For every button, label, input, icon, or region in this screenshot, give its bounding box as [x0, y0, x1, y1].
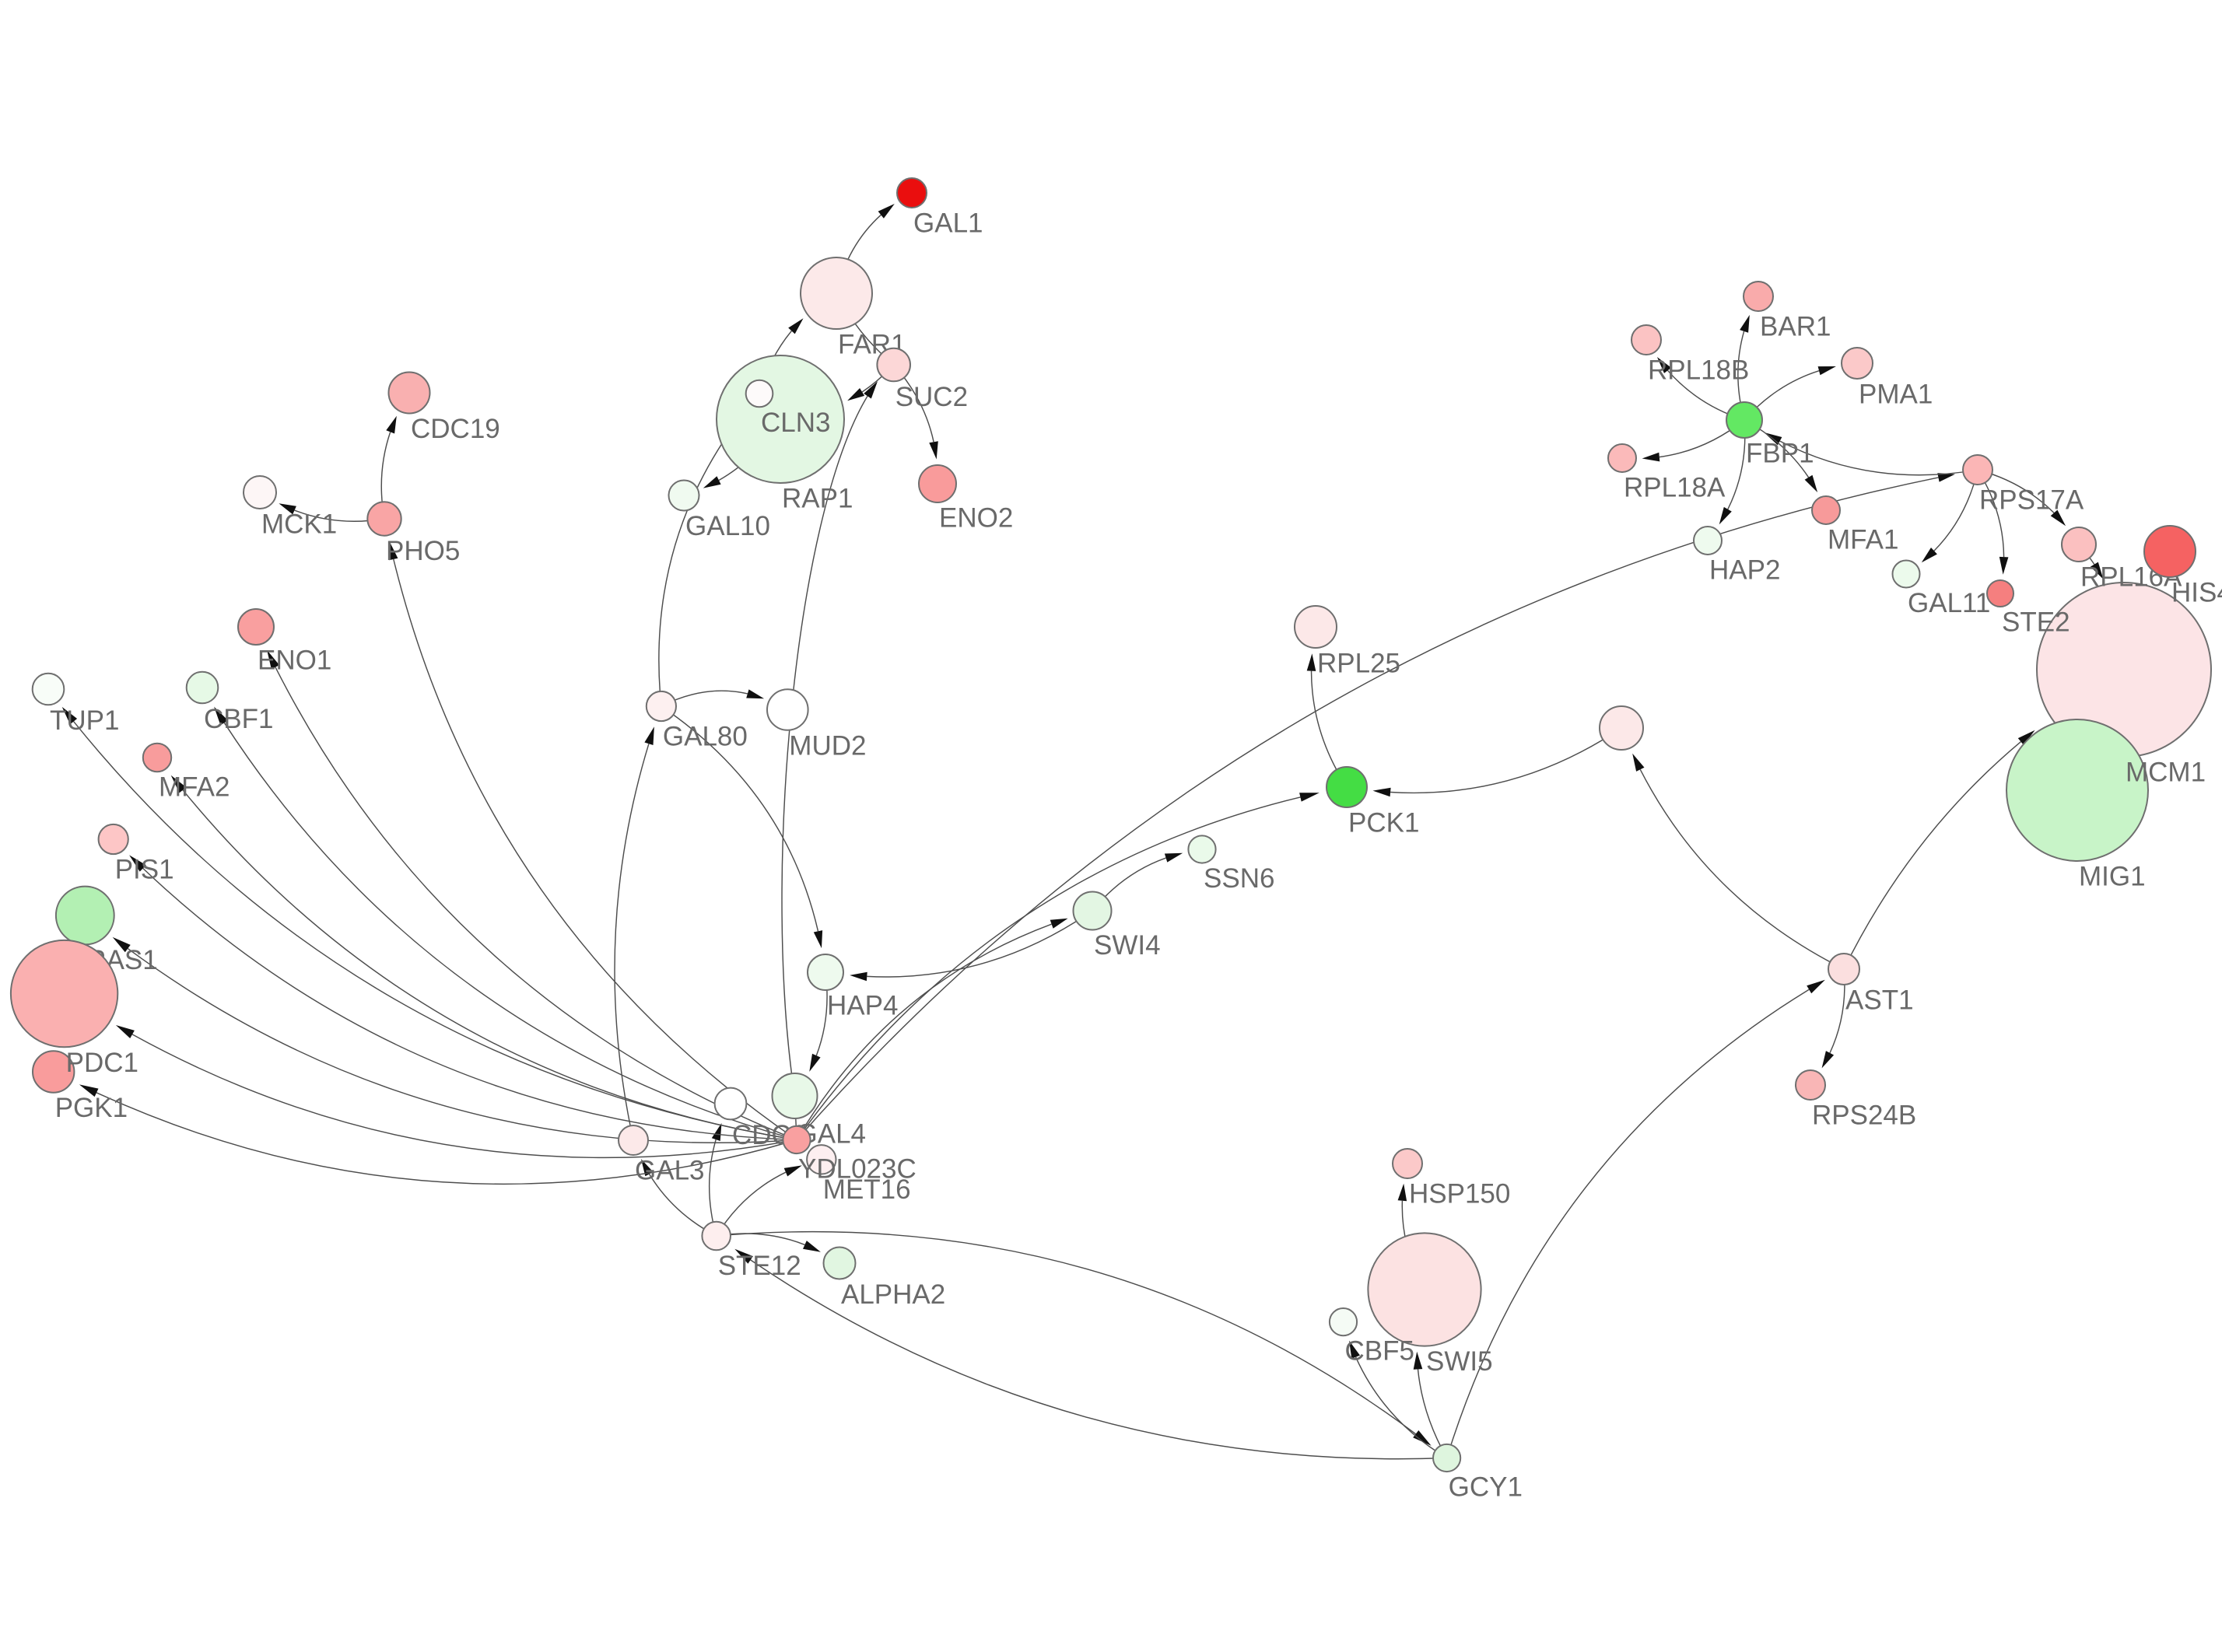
- svg-text:MET16: MET16: [823, 1174, 911, 1205]
- svg-text:AST1: AST1: [1845, 985, 1914, 1016]
- svg-text:GAL3: GAL3: [635, 1156, 705, 1186]
- svg-text:PMA1: PMA1: [1859, 380, 1933, 410]
- svg-text:HAP2: HAP2: [1709, 555, 1780, 586]
- svg-text:CDC19: CDC19: [411, 414, 500, 444]
- svg-text:GAL10: GAL10: [685, 511, 770, 541]
- svg-text:RAP1: RAP1: [782, 484, 853, 514]
- svg-text:PHO5: PHO5: [386, 536, 460, 566]
- svg-text:GAL11: GAL11: [1908, 588, 1990, 618]
- svg-text:MFA2: MFA2: [159, 772, 230, 803]
- svg-text:TUP1: TUP1: [50, 705, 119, 736]
- svg-text:GAL1: GAL1: [913, 208, 983, 239]
- svg-text:SWI5: SWI5: [1426, 1346, 1493, 1377]
- svg-text:PIS1: PIS1: [115, 855, 174, 885]
- svg-text:SUC2: SUC2: [895, 382, 968, 412]
- svg-text:SSN6: SSN6: [1204, 863, 1274, 894]
- svg-text:MIG1: MIG1: [2079, 862, 2146, 892]
- svg-text:RPL25: RPL25: [1317, 649, 1400, 679]
- svg-text:MCK1: MCK1: [261, 509, 337, 540]
- svg-text:GCY1: GCY1: [1449, 1472, 1523, 1503]
- svg-text:YDL023C: YDL023C: [798, 1154, 916, 1185]
- svg-text:PCK1: PCK1: [1348, 808, 1419, 838]
- svg-text:PDC1: PDC1: [66, 1048, 138, 1078]
- svg-text:ENO1: ENO1: [258, 646, 331, 676]
- svg-text:PGK1: PGK1: [55, 1093, 128, 1123]
- svg-text:ALPHA2: ALPHA2: [841, 1279, 945, 1310]
- svg-text:RPL18A: RPL18A: [1624, 473, 1726, 503]
- svg-text:CBF1: CBF1: [204, 704, 273, 734]
- svg-text:STE12: STE12: [718, 1251, 801, 1281]
- svg-text:RPS17A: RPS17A: [1979, 485, 2084, 516]
- svg-text:STE2: STE2: [2002, 607, 2070, 638]
- svg-text:CLN3: CLN3: [761, 408, 830, 438]
- svg-text:HIS4: HIS4: [2171, 578, 2222, 608]
- svg-text:MCM1: MCM1: [2126, 758, 2206, 788]
- svg-text:ENO2: ENO2: [939, 503, 1013, 534]
- svg-text:FBP1: FBP1: [1746, 439, 1814, 469]
- svg-text:HAP4: HAP4: [827, 991, 898, 1021]
- svg-text:RPS24B: RPS24B: [1812, 1101, 1916, 1131]
- svg-text:CBF5: CBF5: [1345, 1336, 1414, 1367]
- svg-text:SWI4: SWI4: [1094, 930, 1161, 961]
- svg-text:RPL18B: RPL18B: [1648, 355, 1749, 386]
- svg-text:MUD2: MUD2: [789, 730, 866, 761]
- svg-text:BAR1: BAR1: [1760, 312, 1831, 342]
- svg-text:GAL80: GAL80: [663, 722, 748, 752]
- svg-text:MFA1: MFA1: [1828, 525, 1898, 555]
- svg-text:HSP150: HSP150: [1409, 1179, 1510, 1209]
